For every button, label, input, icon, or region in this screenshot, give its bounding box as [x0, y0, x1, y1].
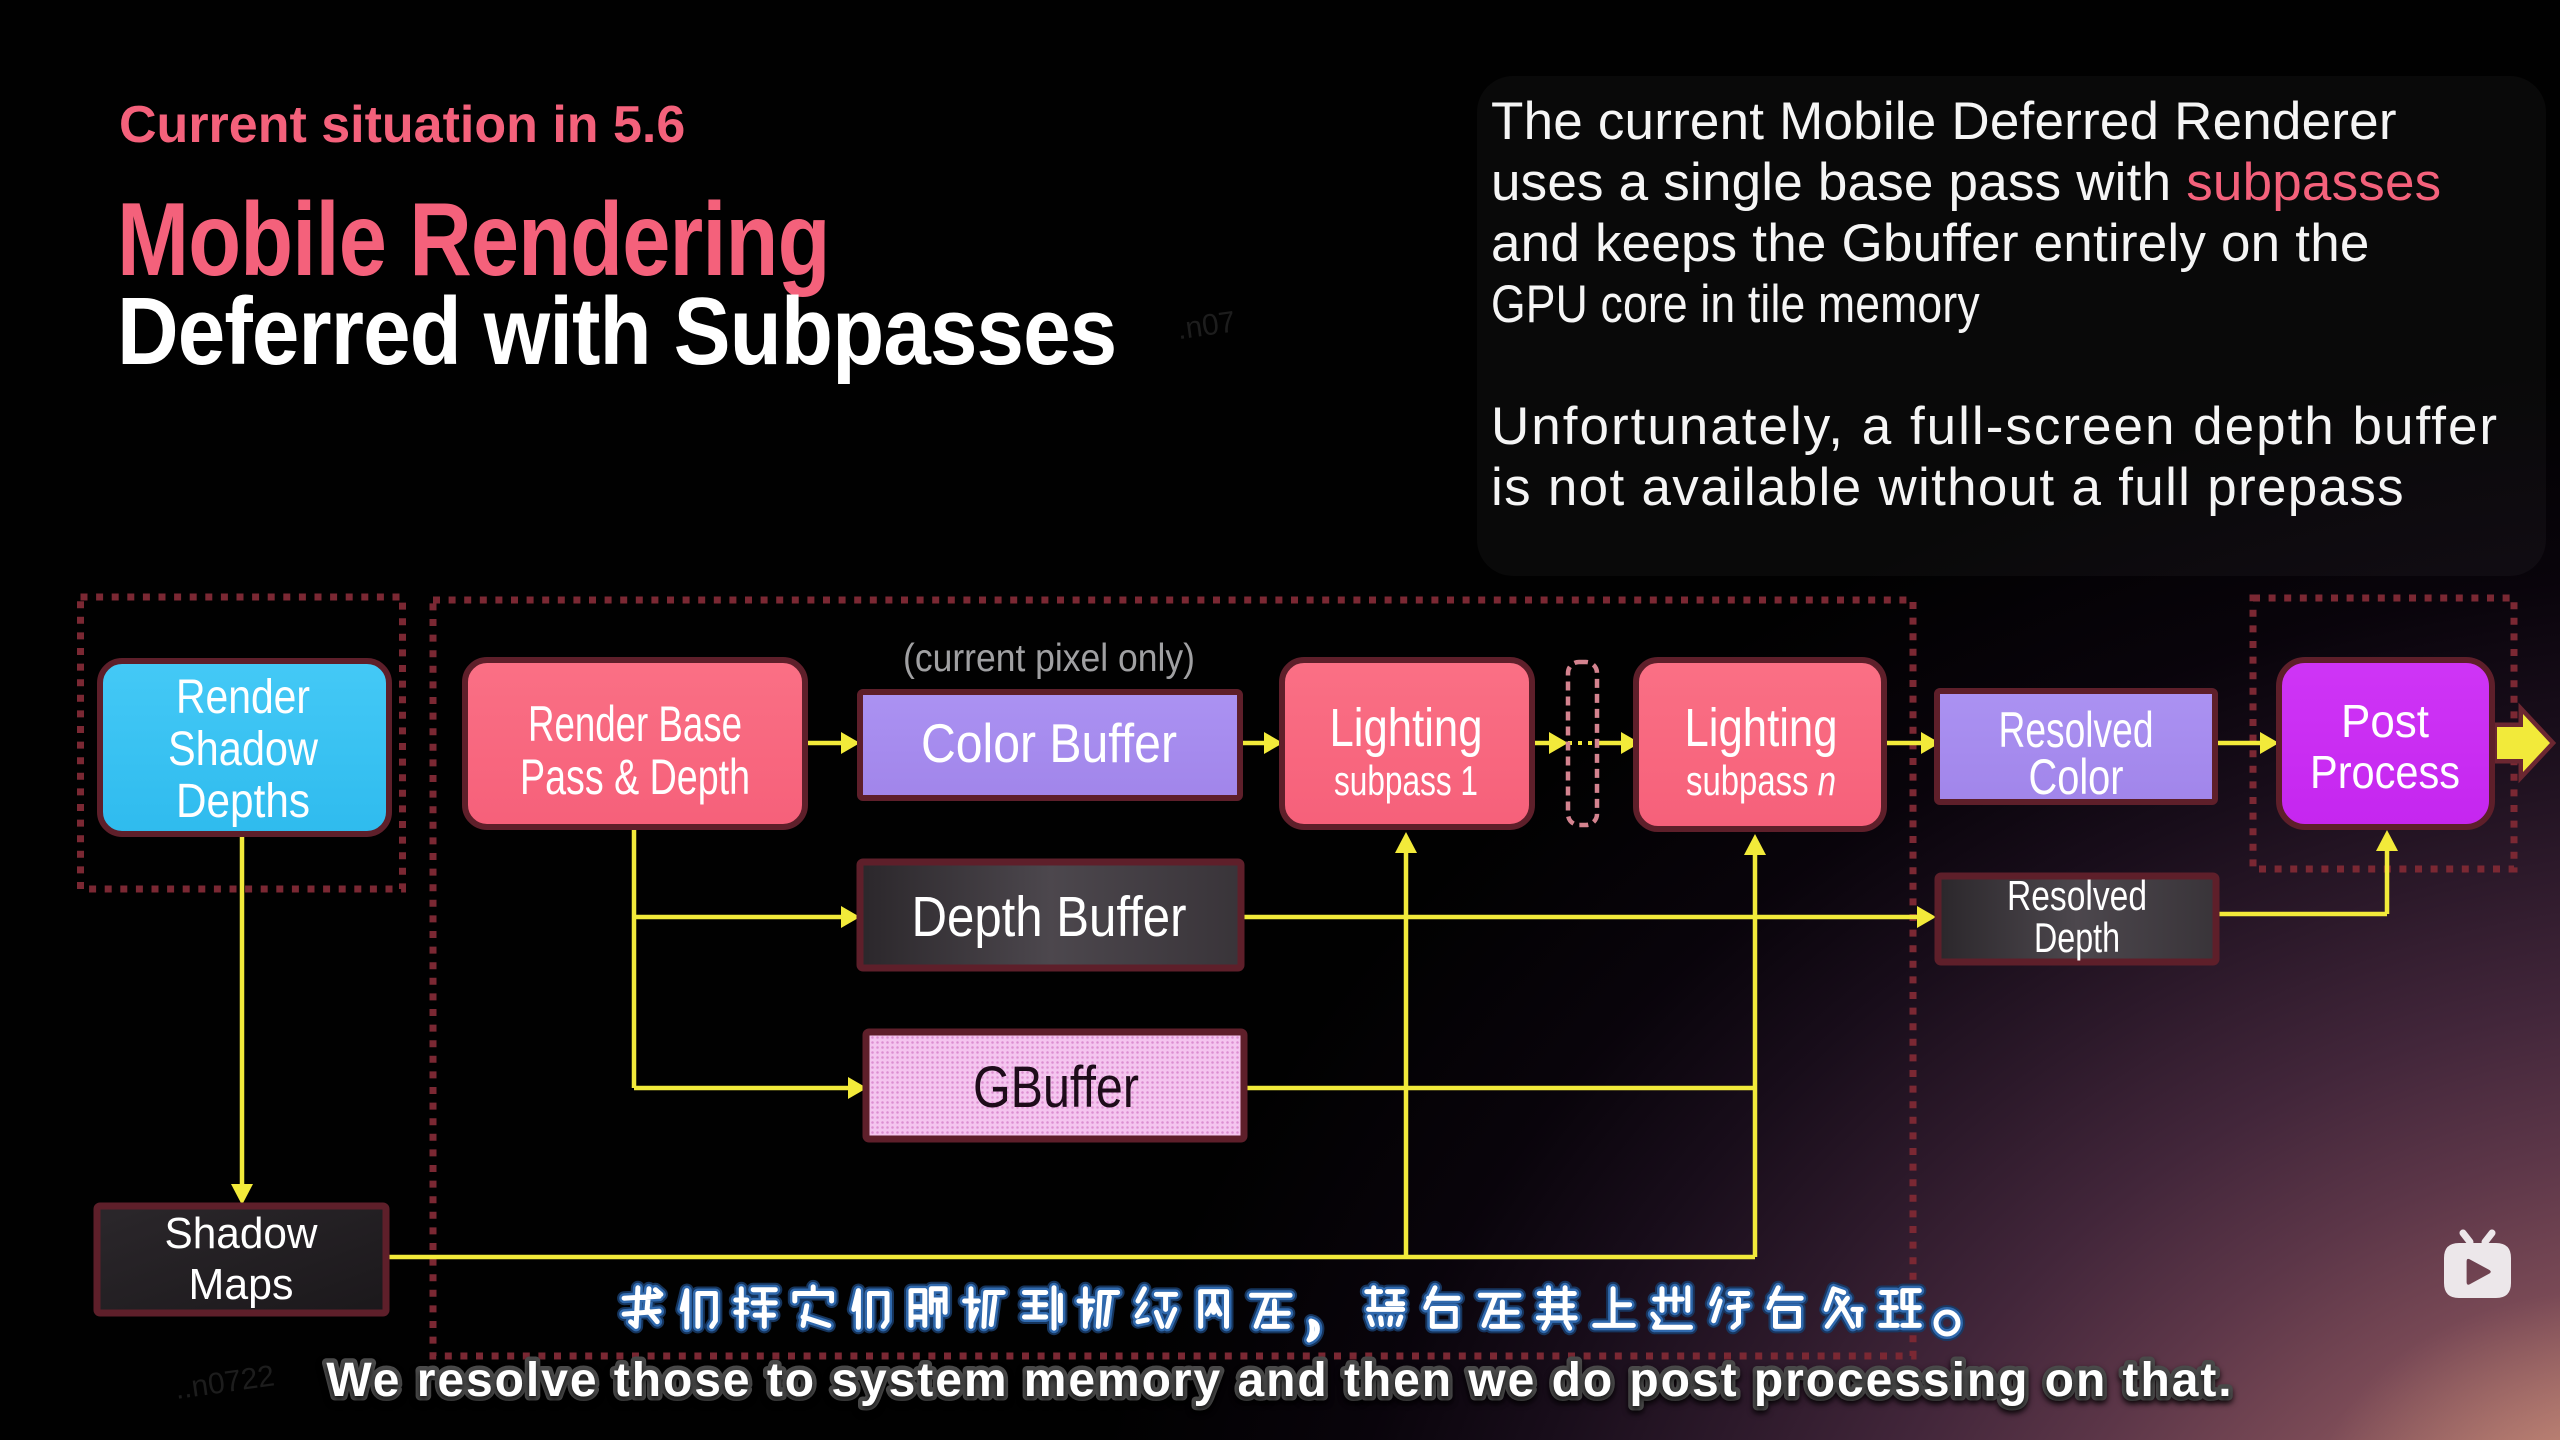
- svg-text:Lighting: Lighting: [1685, 698, 1838, 758]
- svg-text:Color: Color: [2029, 749, 2124, 805]
- svg-text:Shadow: Shadow: [165, 1209, 318, 1258]
- svg-text:Depth: Depth: [2034, 914, 2120, 961]
- svg-text:..n0722: ..n0722: [173, 1359, 277, 1406]
- svg-text:GBuffer: GBuffer: [973, 1055, 1139, 1120]
- svg-text:Resolved: Resolved: [1999, 702, 2154, 758]
- svg-text:Lighting: Lighting: [1330, 698, 1483, 758]
- svg-text:Depth Buffer: Depth Buffer: [912, 885, 1187, 949]
- svg-text:.n07: .n07: [1175, 305, 1237, 346]
- svg-text:subpass n: subpass n: [1686, 757, 1836, 804]
- svg-text:subpass 1: subpass 1: [1334, 757, 1478, 804]
- svg-text:Pass & Depth: Pass & Depth: [520, 749, 750, 805]
- svg-text:(current pixel only): (current pixel only): [903, 637, 1195, 680]
- svg-text:Maps: Maps: [189, 1260, 294, 1309]
- svg-text:Post: Post: [2341, 695, 2429, 747]
- svg-text:Color Buffer: Color Buffer: [921, 712, 1177, 774]
- svg-text:Render: Render: [176, 671, 310, 724]
- svg-text:Render Base: Render Base: [528, 696, 742, 752]
- svg-text:We resolve those to system mem: We resolve those to system memory and th…: [326, 1354, 2233, 1407]
- svg-text:Shadow: Shadow: [168, 723, 318, 776]
- svg-text:Depths: Depths: [176, 775, 310, 828]
- svg-text:Process: Process: [2310, 746, 2460, 798]
- svg-text:Resolved: Resolved: [2007, 872, 2147, 919]
